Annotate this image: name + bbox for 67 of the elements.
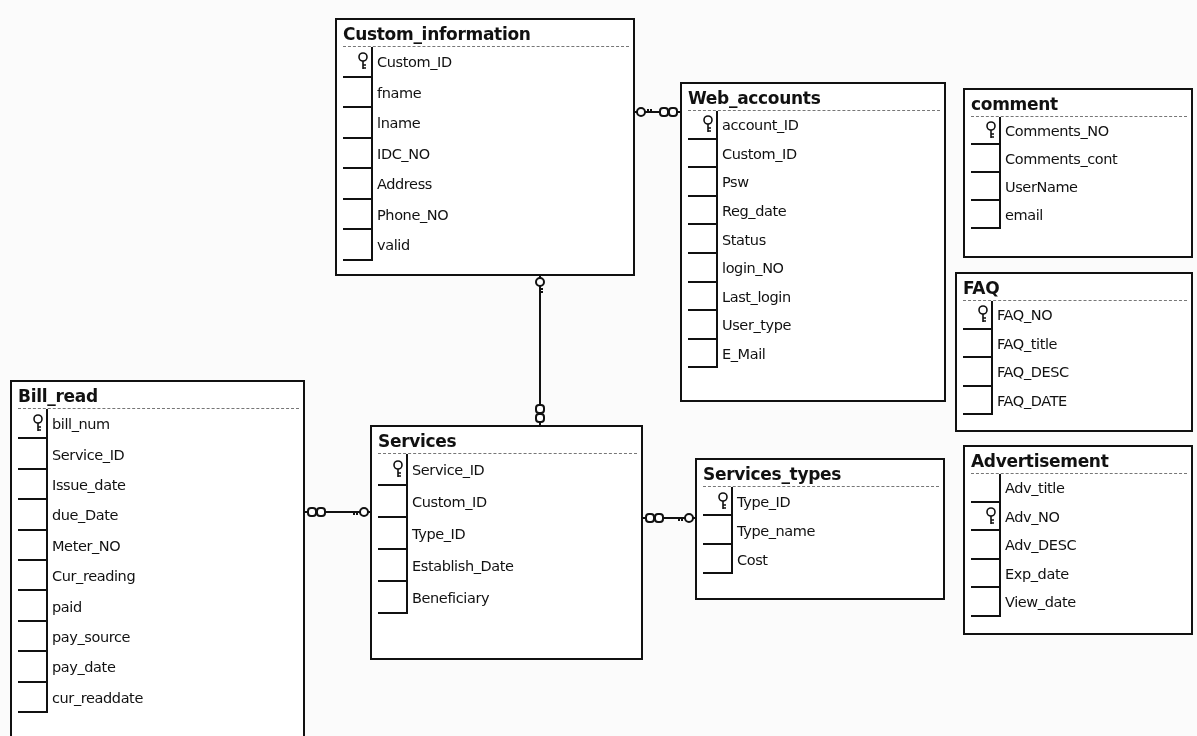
column-name: E_Mail — [721, 346, 766, 363]
column-name: View_date — [1004, 594, 1076, 611]
column-name: Adv_title — [1004, 480, 1065, 497]
column-name: pay_date — [51, 659, 116, 676]
table-box — [370, 425, 643, 660]
table-title: Services — [377, 430, 458, 453]
relationship-line — [634, 107, 681, 117]
column-name: Phone_NO — [376, 206, 449, 223]
column-name: Custom_ID — [376, 54, 452, 71]
column-name: Exp_date — [1004, 565, 1069, 582]
column-name: lname — [376, 115, 421, 132]
column-name: FAQ_title — [996, 335, 1058, 352]
column-name: Adv_DESC — [1004, 537, 1077, 554]
column-name: Reg_date — [721, 203, 787, 220]
column-name: login_NO — [721, 260, 784, 277]
column-name: UserName — [1004, 179, 1078, 195]
column-name: Comments_cont — [1004, 151, 1118, 167]
column-name: Service_ID — [51, 446, 125, 463]
table-box — [695, 458, 945, 600]
column-name: cur_readdate — [51, 689, 143, 706]
column-name: Type_name — [736, 522, 816, 539]
column-name: pay_source — [51, 628, 131, 645]
column-name: Meter_NO — [51, 537, 121, 554]
table-title: FAQ — [962, 277, 1001, 300]
column-name: Adv_NO — [1004, 508, 1060, 525]
table-box — [680, 82, 946, 402]
column-name: Cost — [736, 551, 768, 568]
table-box — [10, 380, 305, 736]
column-name: due_Date — [51, 507, 119, 524]
column-name: email — [1004, 207, 1043, 223]
table-title: Custom_information — [342, 23, 532, 46]
table-title: Advertisement — [970, 450, 1110, 473]
column-name: Type_ID — [411, 526, 466, 542]
column-name: FAQ_DATE — [996, 392, 1067, 409]
table-title: comment — [970, 93, 1059, 116]
column-name: Service_ID — [411, 462, 485, 478]
column-name: Address — [376, 176, 432, 193]
column-name: User_type — [721, 317, 792, 334]
column-name: bill_num — [51, 416, 110, 433]
column-name: Issue_date — [51, 476, 126, 493]
column-name: Psw — [721, 174, 749, 191]
table-box — [335, 18, 635, 276]
column-name: paid — [51, 598, 82, 615]
column-name: Custom_ID — [721, 145, 797, 162]
column-name: Last_login — [721, 288, 791, 305]
column-name: Cur_reading — [51, 568, 136, 585]
column-name: Beneficiary — [411, 590, 490, 606]
column-name: Status — [721, 231, 766, 248]
column-name: fname — [376, 84, 422, 101]
table-title: Services_types — [702, 463, 843, 486]
column-name: Establish_Date — [411, 558, 514, 574]
table-title: Web_accounts — [687, 87, 822, 110]
column-name: FAQ_DESC — [996, 364, 1069, 381]
column-name: Type_ID — [736, 493, 791, 510]
table-box — [955, 272, 1193, 432]
table-box — [963, 88, 1193, 258]
column-name: FAQ_NO — [996, 307, 1053, 324]
relationship-line — [535, 275, 545, 426]
relationship-line — [642, 513, 696, 523]
table-box — [963, 445, 1193, 635]
relationship-line — [304, 507, 371, 517]
column-name: valid — [376, 237, 410, 254]
column-name: IDC_NO — [376, 145, 430, 162]
column-name: Custom_ID — [411, 494, 487, 510]
column-name: Comments_NO — [1004, 123, 1109, 139]
table-title: Bill_read — [17, 385, 99, 408]
column-name: account_ID — [721, 117, 799, 134]
